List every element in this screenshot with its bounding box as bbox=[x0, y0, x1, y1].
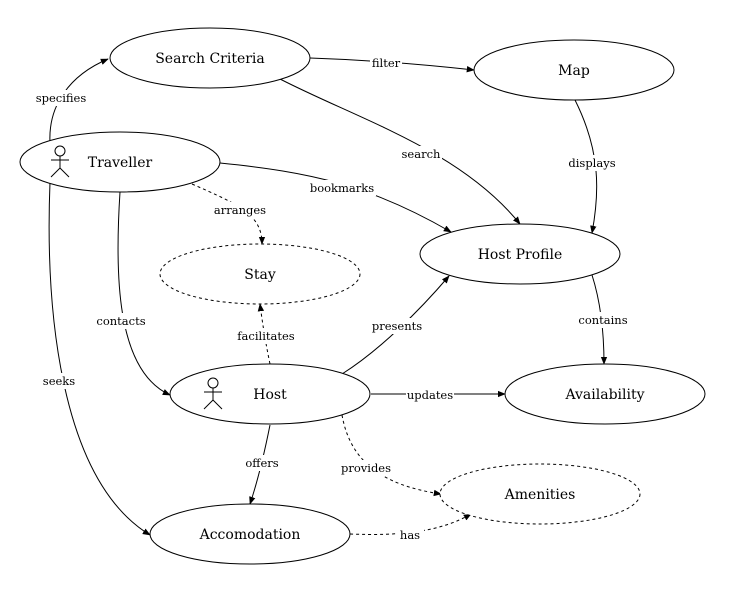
node-label-availability: Availability bbox=[564, 387, 644, 403]
edge-label-facilitates: facilitates bbox=[237, 329, 294, 343]
edge-map-displays-host-profile: displays bbox=[567, 99, 617, 234]
edge-accomodation-has-amenities: has bbox=[349, 513, 472, 543]
edge-host-facilitates-stay: facilitates bbox=[236, 303, 296, 365]
edge-host-offers-accomodation: offers bbox=[242, 424, 282, 505]
edge-search-criteria-search-host-profile: search bbox=[279, 78, 521, 225]
edge-label-presents: presents bbox=[372, 319, 422, 333]
node-label-host: Host bbox=[253, 387, 287, 403]
edge-label-filter: filter bbox=[372, 56, 401, 70]
edge-label-provides: provides bbox=[341, 461, 391, 475]
node-availability: Availability bbox=[504, 363, 706, 425]
node-map: Map bbox=[473, 39, 675, 101]
edge-host-profile-contains-availability: contains bbox=[576, 274, 630, 365]
edge-label-contacts: contacts bbox=[96, 314, 145, 328]
edge-label-seeks: seeks bbox=[43, 374, 75, 388]
node-traveller: Traveller bbox=[19, 131, 221, 193]
node-label-host-profile: Host Profile bbox=[478, 247, 563, 263]
edge-label-updates: updates bbox=[407, 388, 453, 402]
edge-host-updates-availability: updates bbox=[371, 387, 506, 403]
edge-host-provides-amenities: provides bbox=[340, 414, 442, 497]
edge-label-specifies: specifies bbox=[36, 91, 87, 105]
edge-host-presents-host-profile: presents bbox=[341, 275, 450, 375]
node-label-stay: Stay bbox=[244, 267, 276, 283]
edge-traveller-bookmarks-host-profile: bookmarks bbox=[219, 162, 452, 233]
node-host-profile: Host Profile bbox=[419, 223, 621, 285]
node-label-search-criteria: Search Criteria bbox=[155, 51, 265, 67]
actor-icon bbox=[203, 377, 223, 410]
edge-search-criteria-filter-map: filter bbox=[309, 55, 475, 73]
edge-label-has: has bbox=[400, 528, 420, 542]
node-accomodation: Accomodation bbox=[149, 503, 351, 565]
edge-traveller-specifies-search-criteria: specifies bbox=[34, 58, 109, 144]
actor-icon bbox=[50, 145, 70, 178]
edge-label-search: search bbox=[402, 147, 442, 161]
node-label-traveller: Traveller bbox=[88, 155, 153, 171]
node-label-accomodation: Accomodation bbox=[199, 527, 301, 543]
edge-label-arranges: arranges bbox=[214, 203, 266, 217]
edge-traveller-arranges-stay: arranges bbox=[191, 183, 268, 245]
node-amenities: Amenities bbox=[439, 463, 641, 525]
node-stay: Stay bbox=[159, 243, 361, 305]
edge-label-contains: contains bbox=[578, 313, 627, 327]
edge-traveller-contacts-host: contacts bbox=[94, 191, 171, 396]
edge-label-displays: displays bbox=[568, 156, 615, 170]
edge-label-offers: offers bbox=[245, 456, 278, 470]
node-search-criteria: Search Criteria bbox=[109, 27, 311, 89]
node-host: Host bbox=[169, 363, 371, 425]
edge-traveller-seeks-accomodation: seeks bbox=[40, 181, 151, 536]
edge-label-bookmarks: bookmarks bbox=[310, 181, 374, 195]
node-label-map: Map bbox=[558, 63, 590, 79]
node-label-amenities: Amenities bbox=[504, 487, 576, 503]
